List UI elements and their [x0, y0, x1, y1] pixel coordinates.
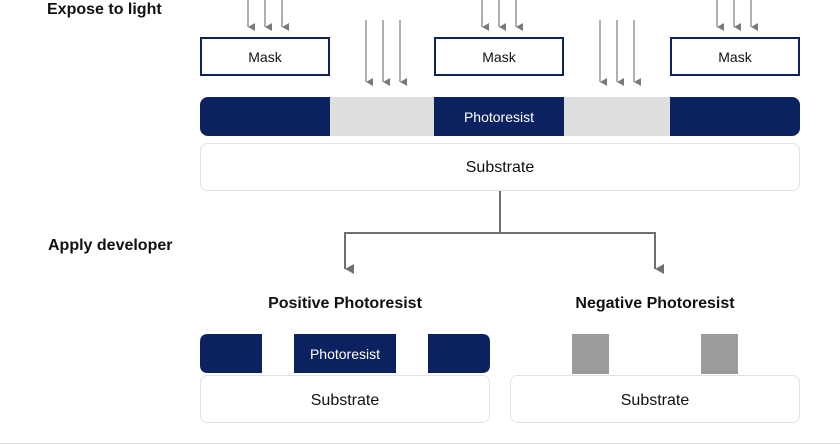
- negative-substrate-label: Substrate: [621, 392, 690, 409]
- mask-2: Mask: [434, 37, 564, 76]
- negative-substrate: [510, 375, 800, 423]
- mask-1-label: Mask: [248, 49, 282, 65]
- negative-result: Substrate: [510, 334, 800, 423]
- positive-photoresist-label: Photoresist: [310, 346, 380, 362]
- positive-block-right: [428, 334, 490, 373]
- mask-3: Mask: [670, 37, 800, 76]
- mask-2-label: Mask: [482, 49, 516, 65]
- exposed-region-2: [564, 97, 670, 136]
- negative-title: Negative Photoresist: [575, 295, 735, 312]
- exposed-photoresist-layer: Photoresist: [200, 97, 800, 136]
- top-substrate-label: Substrate: [466, 159, 535, 176]
- positive-substrate: [200, 375, 490, 423]
- top-substrate: Substrate: [200, 143, 800, 191]
- negative-block-left: [572, 334, 609, 374]
- negative-block-right: [701, 334, 738, 374]
- mask-3-label: Mask: [718, 49, 752, 65]
- step-develop-label: Apply developer: [48, 237, 172, 254]
- top-photoresist-label: Photoresist: [464, 109, 534, 125]
- exposed-region-1: [330, 97, 434, 136]
- branch-connector: [344, 191, 664, 274]
- step-expose-label: Expose to light: [47, 1, 162, 18]
- positive-substrate-label: Substrate: [311, 392, 380, 409]
- mask-1: Mask: [200, 37, 330, 76]
- light-arrows: [247, 0, 758, 86]
- positive-title: Positive Photoresist: [268, 295, 422, 312]
- positive-block-left: [200, 334, 262, 373]
- positive-block-center: [294, 334, 396, 373]
- positive-result: Photoresist Substrate: [200, 334, 490, 423]
